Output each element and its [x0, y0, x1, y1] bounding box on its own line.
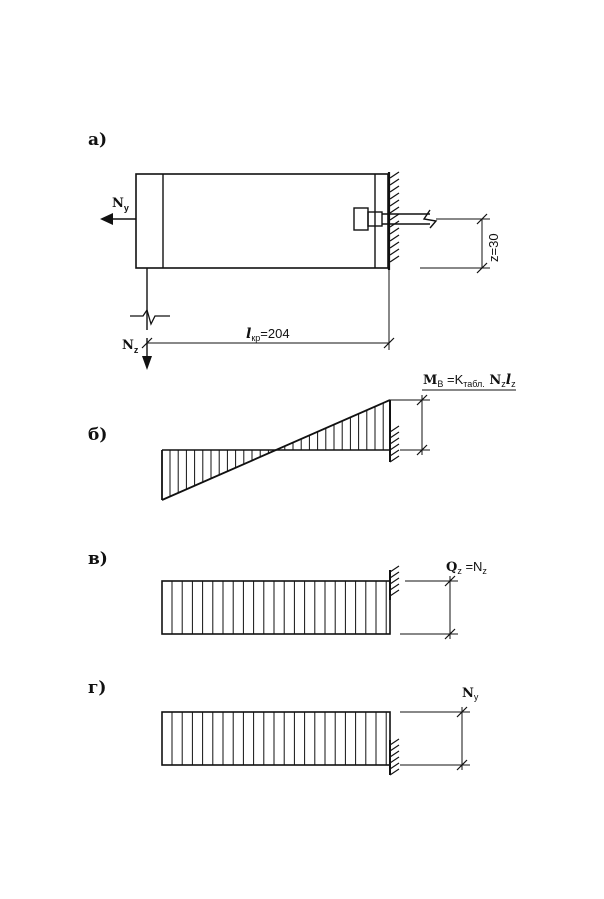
moment-formula: MВ =Kтабл. Nzlz: [423, 372, 516, 389]
support-hatch-line: [389, 577, 400, 585]
moment-dim-tick-bottom: [416, 444, 428, 456]
moment-dim-tick-top: [416, 394, 428, 406]
support-hatch-line: [389, 449, 400, 457]
dim-z-tick-top: [476, 213, 488, 225]
panel-b-label: б): [88, 425, 107, 445]
support-hatch-line: [389, 213, 400, 221]
shear-formula: Qz =Nz: [446, 559, 487, 576]
panel-c-label: в): [88, 549, 108, 569]
support-hatch-line: [389, 431, 400, 439]
beam-outline: [135, 173, 389, 269]
bolt-break-mark: [422, 209, 438, 229]
axial-formula: Ny: [462, 686, 479, 702]
moment-line: [161, 399, 391, 501]
support-hatch-line: [389, 248, 400, 256]
support-hatch-line: [389, 762, 400, 770]
support-hatch-line: [389, 241, 400, 249]
axial-dim-tick-bottom: [456, 759, 468, 771]
panel-c: в) Qz =Nz: [88, 549, 487, 640]
shear-hatching: [171, 581, 387, 634]
support-hatch-line: [389, 589, 400, 597]
axial-dim-tick-top: [456, 706, 468, 718]
support-hatch-line: [389, 443, 400, 451]
panel-a-label: а): [88, 130, 107, 150]
panel-d-label: г): [88, 678, 106, 698]
shear-support-hatch: [389, 565, 400, 597]
shear-block: [161, 580, 391, 635]
support-hatch-line: [389, 571, 400, 579]
force-nz-label: Nz: [122, 338, 139, 355]
panel-d: г) Ny: [88, 678, 479, 776]
dim-l-label: lкр=204: [246, 326, 290, 343]
force-nz-arrowhead: [142, 356, 152, 370]
support-hatching: [389, 171, 400, 263]
support-hatch-line: [389, 768, 400, 776]
shear-dim-tick-top: [444, 575, 456, 587]
support-hatch-line: [389, 227, 400, 235]
support-hatch-line: [389, 255, 400, 263]
shear-dim-tick-bottom: [444, 628, 456, 640]
support-hatch-line: [389, 756, 400, 764]
bolt-head: [353, 207, 369, 231]
support-hatch-line: [389, 171, 400, 179]
support-hatch-line: [389, 455, 400, 463]
dim-l-tick-left: [141, 337, 153, 349]
support-hatch-line: [389, 185, 400, 193]
force-ny-arrowhead: [100, 213, 113, 225]
axial-hatching: [171, 712, 387, 765]
force-ny-label: Ny: [112, 196, 129, 213]
support-hatch-line: [389, 750, 400, 758]
support-hatch-line: [389, 192, 400, 200]
support-hatch-line: [389, 206, 400, 214]
panel-a: а) z=30 Ny Nz lкр: [88, 130, 501, 370]
dim-l-tick-right: [383, 337, 395, 349]
support-hatch-line: [389, 738, 400, 746]
axial-block: [161, 711, 391, 766]
support-hatch-line: [389, 425, 400, 433]
panel-b: б) MВ =Kтабл. Nzlz: [88, 372, 516, 501]
axial-support-hatch: [389, 738, 400, 776]
support-hatch-line: [389, 565, 400, 573]
force-nz-break-mark: [130, 308, 170, 326]
support-hatch-line: [389, 744, 400, 752]
moment-hatching: [169, 402, 384, 497]
support-hatch-line: [389, 234, 400, 242]
bolt-nut: [367, 211, 383, 227]
support-hatch-line: [389, 178, 400, 186]
moment-support-hatch: [389, 425, 400, 463]
dim-z-label: z=30: [486, 233, 501, 262]
support-hatch-line: [389, 583, 400, 591]
dim-z-tick-bottom: [476, 262, 488, 274]
support-hatch-line: [389, 437, 400, 445]
support-hatch-line: [389, 199, 400, 207]
